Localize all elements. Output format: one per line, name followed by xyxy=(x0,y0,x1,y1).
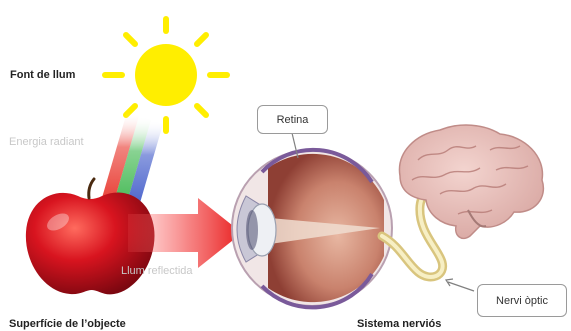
reflected-light-label: Llum reflectida xyxy=(121,265,193,278)
optic-nerve-callout: Nervi òptic xyxy=(477,284,567,317)
retina-label: Retina xyxy=(277,114,309,126)
retina-callout: Retina xyxy=(257,105,328,134)
nervous-system-label: Sistema nerviós xyxy=(357,318,441,331)
light-source-label: Font de llum xyxy=(10,69,75,82)
optic-nerve-label: Nervi òptic xyxy=(496,295,548,307)
radiant-energy-label: Energia radiant xyxy=(9,136,84,149)
eye-icon xyxy=(232,150,392,308)
object-surface-label: Superfície de l’objecte xyxy=(9,318,126,331)
sun-icon xyxy=(105,19,227,131)
